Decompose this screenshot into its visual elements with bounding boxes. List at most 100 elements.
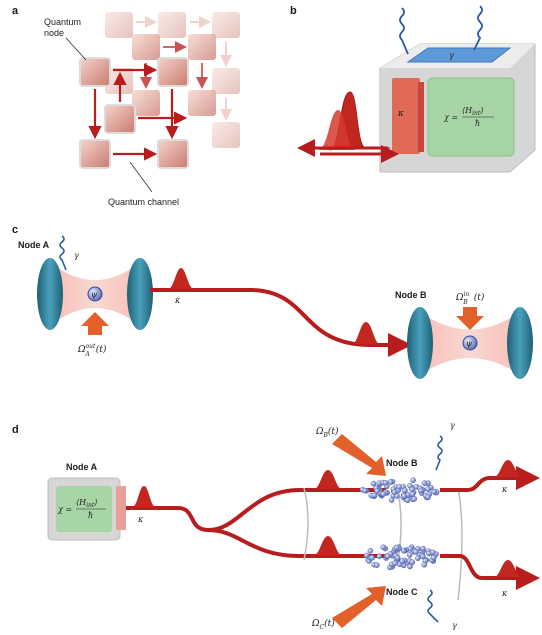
omega-b-label-d: ΩB(t) — [315, 426, 339, 439]
atom — [406, 552, 413, 558]
photon-wave-right — [473, 5, 483, 51]
fiber-upper — [126, 488, 386, 533]
atom — [420, 545, 426, 552]
panel-a-letter: a — [12, 5, 19, 17]
drive-arrow-a — [81, 312, 109, 335]
photon-pulse-out-upper — [494, 460, 522, 477]
chi-lhs: χ = — [443, 113, 458, 122]
atom — [399, 558, 406, 564]
atom-b — [462, 335, 478, 351]
photon-pulse-a — [132, 486, 156, 507]
quantum-node-cube — [105, 12, 133, 38]
red-cavity-face — [392, 78, 420, 154]
quantum-node-cube — [79, 139, 111, 169]
panel-d: d Node A Node B Node C χ = ⟨Hint⟩ ħ κ — [12, 421, 540, 631]
atom — [376, 553, 383, 560]
chi-numerator-d: ⟨Hint⟩ — [76, 498, 97, 509]
atom — [380, 544, 387, 551]
atom — [387, 479, 394, 485]
node-a-label-c: Node A — [18, 240, 50, 250]
node-a-cavity-face — [116, 486, 126, 530]
chi-numerator: ⟨Hint⟩ — [462, 106, 483, 117]
atom — [367, 548, 374, 554]
atom — [384, 553, 391, 560]
gamma-wave-node-b — [435, 435, 443, 471]
incoming-pulse — [318, 110, 356, 150]
photon-pulse-out-lower — [494, 560, 522, 577]
atom — [396, 483, 403, 490]
mirror-right-b — [507, 307, 533, 379]
gamma-label-d1: γ — [450, 421, 455, 430]
node-b-label-c: Node B — [395, 290, 427, 300]
fiber-out-upper — [440, 466, 540, 492]
kappa-label-d3: κ — [501, 589, 508, 598]
atom — [374, 488, 380, 494]
atom — [410, 477, 416, 484]
quantum-node-cube — [132, 90, 160, 116]
drive-arrow-node-b — [332, 434, 386, 476]
entanglement-line — [457, 487, 463, 601]
atom — [371, 492, 378, 499]
quantum-node-label-line2: node — [44, 28, 64, 38]
panel-c-letter: c — [12, 224, 18, 236]
photon-pulse-lower — [314, 536, 342, 555]
mirror-left-a — [37, 258, 63, 330]
lattice-front-layer — [79, 57, 189, 169]
atom — [425, 494, 431, 500]
node-a-label-d: Node A — [66, 462, 98, 472]
gamma-label-d2: γ — [452, 621, 457, 630]
atom — [391, 489, 398, 495]
panel-b-letter: b — [290, 5, 297, 17]
atom — [402, 487, 408, 494]
gamma-label-b: γ — [449, 51, 454, 60]
quantum-node-cube — [157, 57, 189, 87]
kappa-label-b: κ — [397, 109, 404, 119]
quantum-node-cube — [188, 90, 216, 116]
gamma-wave-a — [59, 235, 67, 271]
panel-d-letter: d — [12, 424, 19, 436]
entanglement-line — [303, 487, 309, 561]
gamma-label-c: γ — [74, 251, 79, 260]
kappa-label-c: κ — [174, 296, 181, 305]
chi-formula-b: χ = ⟨Hint⟩ ħ — [443, 106, 494, 128]
atom — [400, 548, 407, 554]
channel-pointer-line — [129, 161, 153, 193]
atom — [362, 487, 368, 494]
quantum-node-cube — [158, 12, 186, 38]
chi-denominator: ħ — [475, 119, 480, 128]
photon-wave-left — [399, 7, 409, 55]
atom-cloud-b — [359, 477, 440, 504]
panel-b: b γ κ χ = ⟨Hint⟩ ħ — [290, 5, 536, 173]
atom — [394, 493, 400, 499]
chi-formula-d: χ = ⟨Hint⟩ ħ — [57, 498, 106, 520]
blue-atom-face — [406, 47, 512, 63]
quantum-channel-label: Quantum channel — [108, 197, 179, 207]
quantum-node-cube — [104, 104, 136, 134]
atom — [413, 549, 419, 555]
quantum-node-cube — [188, 34, 216, 60]
kappa-label-d1: κ — [137, 515, 144, 524]
mirror-left-b — [407, 307, 433, 379]
quantum-node-cube — [212, 122, 240, 148]
psi-label-b: ψ — [466, 339, 473, 348]
atom — [380, 491, 387, 497]
gamma-wave-node-c — [427, 589, 439, 623]
photon-pulse-upper — [314, 470, 342, 489]
atom-cloud-c — [363, 544, 439, 571]
fiber-channel-c — [150, 288, 412, 357]
quantum-node-cube — [132, 34, 160, 60]
drive-arrow-b — [456, 307, 484, 330]
atom — [370, 480, 377, 487]
node-c-label-d: Node C — [386, 587, 418, 597]
atom — [425, 486, 431, 492]
quantum-node-cube — [212, 12, 240, 38]
chi-lhs-d: χ = — [57, 505, 72, 514]
drive-arrow-node-c — [332, 586, 386, 628]
psi-label-a: ψ — [91, 290, 98, 299]
panel-a: a — [12, 5, 240, 207]
atom — [401, 493, 408, 499]
atom — [407, 563, 413, 570]
fiber-out-lower — [440, 554, 540, 590]
atom — [409, 559, 416, 566]
